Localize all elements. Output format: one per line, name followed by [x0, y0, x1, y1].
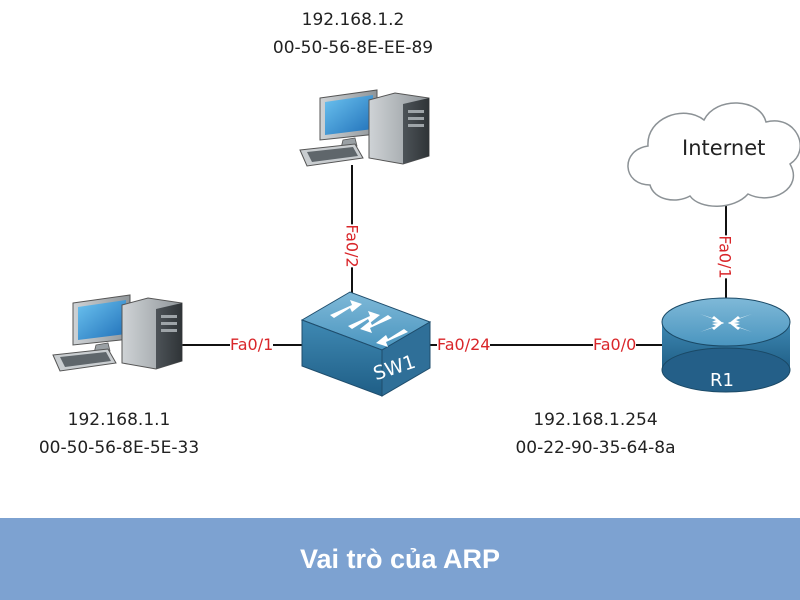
router-address: 192.168.1.254 00-22-90-35-64-8a [488, 406, 703, 462]
top-host-address: 192.168.1.2 00-50-56-8E-EE-89 [248, 6, 458, 62]
switch-icon [300, 291, 432, 397]
internet-label: Internet [682, 136, 766, 160]
left-host-address: 192.168.1.1 00-50-56-8E-5E-33 [14, 406, 224, 462]
internet-cloud-icon [627, 102, 800, 207]
router-ip: 192.168.1.254 [533, 410, 658, 430]
port-label-router-sw: Fa0/0 [593, 335, 637, 354]
footer-title: Vai trò của ARP [299, 543, 501, 574]
router-mac: 00-22-90-35-64-8a [515, 438, 676, 458]
port-label-sw-router: Fa0/24 [437, 335, 491, 354]
top-host-mac: 00-50-56-8E-EE-89 [272, 38, 434, 58]
router-label: R1 [710, 370, 734, 391]
port-label-router-internet: Fa0/1 [715, 235, 735, 279]
port-label-sw-left: Fa0/1 [230, 335, 274, 354]
pc-left-icon [52, 294, 183, 372]
port-label-sw-top: Fa0/2 [342, 224, 362, 268]
left-host-mac: 00-50-56-8E-5E-33 [38, 438, 200, 458]
footer-banner: Vai trò của ARP [0, 518, 800, 600]
router-icon [661, 297, 791, 393]
top-host-ip: 192.168.1.2 [301, 10, 405, 30]
left-host-ip: 192.168.1.1 [67, 410, 171, 430]
pc-top-icon [299, 89, 430, 167]
diagram-canvas [52, 89, 800, 397]
